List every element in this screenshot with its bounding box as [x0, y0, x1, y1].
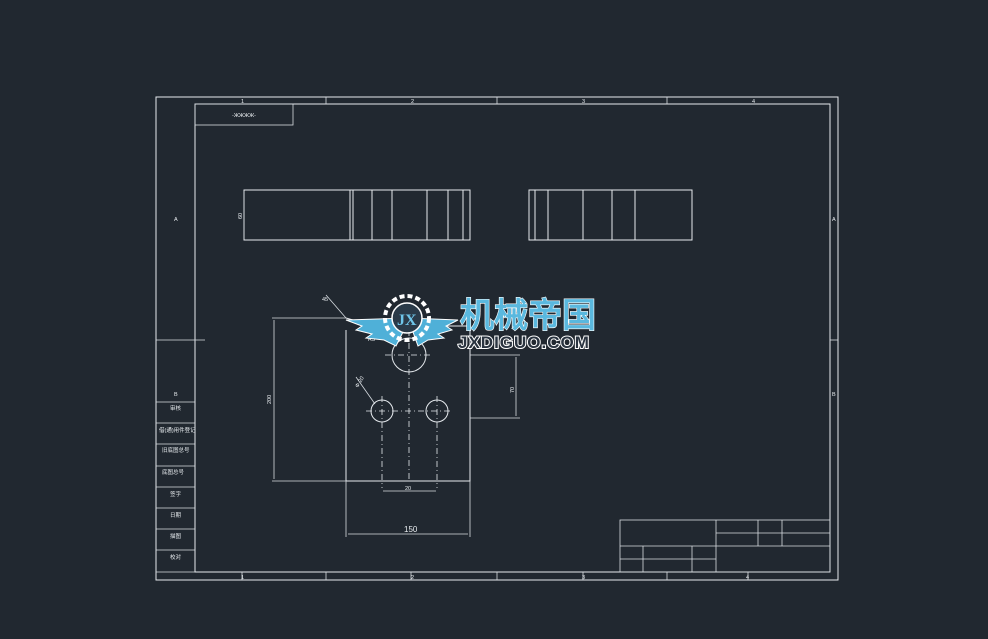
zone-top-2: 2	[411, 99, 414, 105]
dim-45-text: 45	[322, 297, 328, 303]
dim-hole-text: Φ 20	[355, 376, 366, 389]
dim-20-text: 20	[405, 486, 411, 492]
zone-top-1: 1	[241, 99, 244, 105]
zone-right-a: A	[832, 217, 836, 223]
zone-bottom-1: 1	[241, 575, 244, 581]
zone-top-4: 4	[752, 99, 755, 105]
side-row-3: 底图总号	[162, 468, 185, 476]
dim-70-text: 70	[510, 387, 516, 393]
zone-ticks	[156, 97, 838, 580]
code-box-text: -ЖЖЖЖ-	[232, 113, 256, 119]
title-block	[619, 519, 831, 573]
center-lines	[366, 330, 453, 488]
side-row-4: 签字	[170, 490, 182, 498]
side-table	[156, 401, 195, 573]
side-row-8: 审核	[170, 404, 182, 412]
zone-bottom-3: 3	[582, 575, 585, 581]
watermark-subtitle: JXDIGUO.COM	[458, 333, 590, 352]
side-view-right	[528, 189, 693, 241]
emblem-text: JX	[397, 312, 417, 329]
side-view-left	[243, 189, 471, 241]
dim-150-text: 150	[404, 525, 418, 534]
zone-top-3: 3	[582, 99, 585, 105]
zone-bottom-4: 4	[746, 575, 749, 581]
side-row-2: 旧底图总号	[162, 446, 190, 454]
dimension-lines	[272, 294, 520, 537]
front-view	[345, 317, 471, 482]
zone-left-b: B	[174, 392, 178, 398]
side-row-1: 借(通)用件登记	[159, 426, 196, 434]
code-box	[194, 103, 294, 126]
zone-left-a: A	[174, 217, 178, 223]
dim-200-text: 200	[267, 395, 273, 404]
watermark-logo: JX 机械帝国 JXDIGUO.COM	[345, 294, 597, 353]
dim-r5-text: R5	[368, 337, 375, 343]
zone-bottom-2: 2	[411, 575, 414, 581]
side-row-5: 日期	[170, 512, 182, 519]
side-row-6: 描图	[170, 532, 182, 540]
gear-icon	[383, 294, 431, 342]
dim-60-text: 60	[238, 213, 244, 219]
watermark-title: 机械帝国	[460, 297, 596, 335]
zone-right-b: B	[832, 392, 836, 398]
side-row-7: 校对	[170, 553, 182, 561]
inner-border	[194, 103, 831, 573]
